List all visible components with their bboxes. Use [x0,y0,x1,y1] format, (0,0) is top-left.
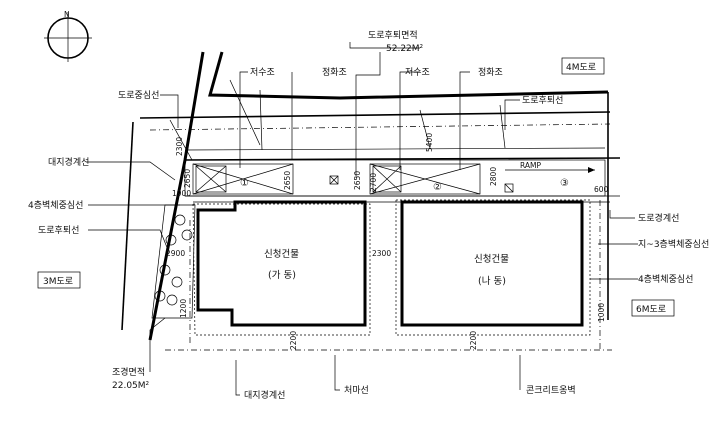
dimension-600: 600 [594,185,609,194]
building-a [192,200,371,336]
building-a-title: 신청건물 [264,249,299,260]
landscape-area [151,204,196,319]
label-road-4m: 4M도로 [566,63,596,73]
label-septic-1: 정화조 [322,67,347,78]
parking-number-1: ① [240,178,249,189]
ramp-label: RAMP [520,161,542,170]
dimension-2200-b: 2200 [469,331,478,350]
label-concrete-wall: 콘크리트옹벽 [526,385,576,396]
label-road-setback-left: 도로후퇴선 [38,225,79,236]
label-water-tank-2: 저수조 [405,67,430,78]
label-road-setback-right: 도로후퇴선 [522,95,563,106]
label-water-tank-1: 저수조 [250,67,275,78]
label-landscape-area: 조경면적 [112,366,145,378]
parking-number-3: ③ [560,178,569,189]
building-b-subtitle: (나 동) [478,276,506,287]
label-wall-center-4f-right: 4층벽체중심선 [638,274,693,285]
dimension-1000: 1000 [597,303,606,322]
label-septic-2: 정화조 [478,67,503,78]
dimension-2300-mid: 2300 [372,249,391,258]
leader-lines [86,42,638,396]
dimension-5400: 5400 [425,133,434,152]
dimension-2650-c: 2650 [353,171,362,190]
dimension-2300-top: 2300 [175,137,184,156]
dimension-2200-a: 2200 [289,331,298,350]
parking-strip [184,159,606,197]
parking-number-2: ② [433,182,442,193]
dimension-2650-b: 2650 [283,171,292,190]
road-6m-box: 6M도로 [631,299,675,317]
label-road-3m: 3M도로 [43,277,73,287]
label-site-boundary: 대지경계선 [48,156,89,168]
road-3m-box: 3M도로 [37,271,81,289]
label-eaves-line: 처마선 [344,384,369,396]
label-wall-center-4f: 4층벽체중심선 [28,200,83,211]
dimension-2900: 2900 [166,249,185,258]
north-arrow-icon: N [44,10,92,62]
label-setback-area-value: 52.22M² [386,44,424,54]
dimension-1900: 1900 [172,189,191,198]
road-4m-box: 4M도로 [561,57,605,75]
label-road-6m: 6M도로 [636,305,666,315]
building-a-subtitle: (가 동) [268,270,296,281]
tree-icon [154,214,193,306]
dimension-1200: 1200 [179,299,188,318]
building-b-title: 신청건물 [474,254,509,265]
label-landscape-area-value: 22.05M² [112,381,150,391]
label-wall-center-b1-3f: 지~3층벽체중심선 [638,239,709,250]
north-label: N [64,10,70,19]
dimension-2800: 2800 [489,167,498,186]
dimension-2650-a: 2650 [183,169,192,188]
building-b [395,199,591,336]
label-site-boundary-bottom: 대지경계선 [244,389,285,401]
label-setback-area: 도로후퇴면적 [368,29,418,41]
label-road-boundary: 도로경계선 [638,212,679,224]
label-road-center-line: 도로중심선 [118,90,159,101]
dimension-2700: 2700 [369,173,378,192]
